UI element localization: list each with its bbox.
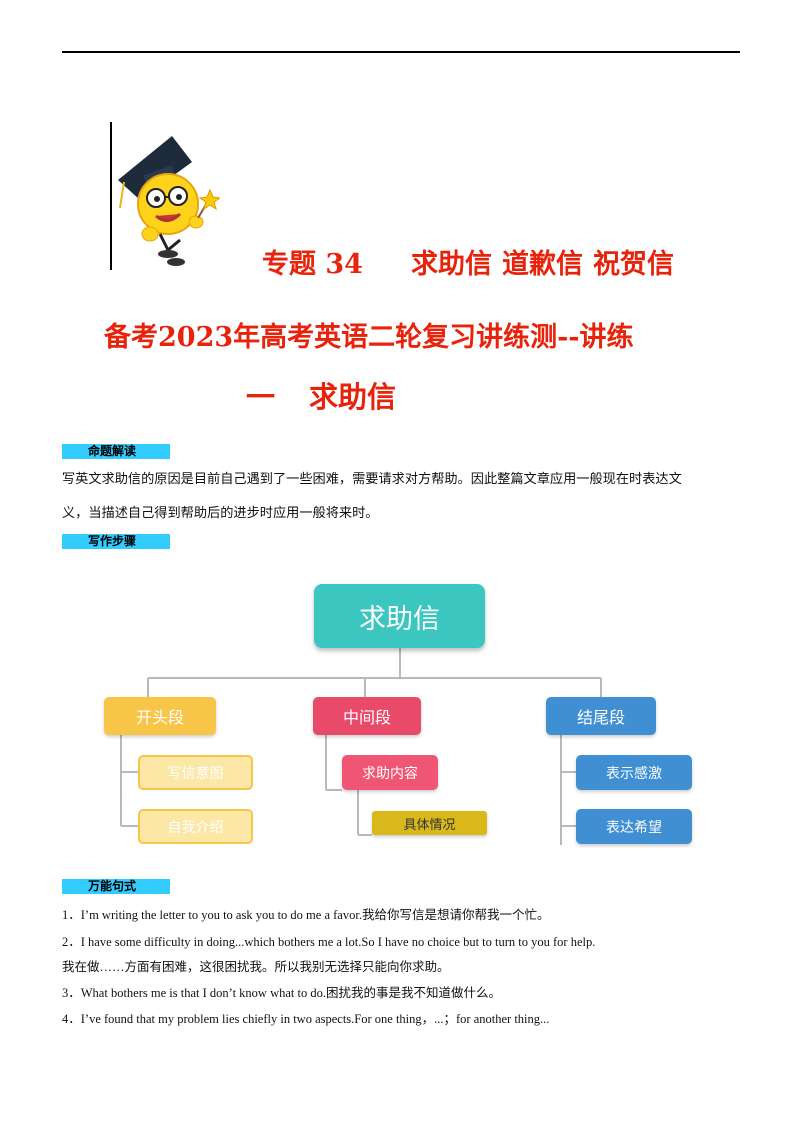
diagram-opening-item-1: 写信意图 <box>138 755 253 790</box>
diagram-root-node: 求助信 <box>314 584 485 648</box>
phrases-tag: 万能句式 <box>62 879 170 894</box>
phrase-line-3: 3．What bothers me is that I don’t know w… <box>62 986 501 1000</box>
phrase-line-2: 2．I have some difficulty in doing...whic… <box>62 935 596 949</box>
diagram-middle-item: 求助内容 <box>342 755 438 790</box>
header-rule <box>62 51 740 53</box>
section-title: 求助信 <box>309 380 397 414</box>
diagram-opening-item-2: 自我介绍 <box>138 809 253 844</box>
title-topic: 专题 34 <box>262 249 363 280</box>
analysis-text-line-2: 义，当描述自己得到帮助后的进步时应用一般将来时。 <box>62 506 379 521</box>
analysis-tag: 命题解读 <box>62 444 170 459</box>
title-part-b: 道歉信 <box>501 249 583 280</box>
diagram-ending-item-1: 表示感激 <box>576 755 692 790</box>
document-subtitle: 备考2023年高考英语二轮复习讲练测--讲练 <box>104 322 634 353</box>
mascot-divider <box>110 122 112 270</box>
document-title: 专题 34 求助信道歉信祝贺信 <box>262 242 674 281</box>
phrase-line-4: 4．I’ve found that my problem lies chiefl… <box>62 1012 550 1026</box>
steps-tag: 写作步骤 <box>62 534 170 549</box>
diagram-opening-node: 开头段 <box>104 697 216 735</box>
diagram-ending-node: 结尾段 <box>546 697 656 735</box>
diagram-middle-node: 中间段 <box>313 697 421 735</box>
phrase-line-2-translation: 我在做……方面有困难，这很困扰我。所以我别无选择只能向你求助。 <box>62 960 450 974</box>
mascot-graduate-icon <box>118 136 220 266</box>
analysis-text-line-1: 写英文求助信的原因是目前自己遇到了一些困难，需要请求对方帮助。因此整篇文章应用一… <box>62 472 682 487</box>
diagram-middle-subitem: 具体情况 <box>372 811 487 835</box>
title-part-a: 求助信 <box>410 249 492 280</box>
section-number: 一 <box>246 380 276 414</box>
phrase-line-1: 1．I’m writing the letter to you to ask y… <box>62 908 550 922</box>
diagram-ending-item-2: 表达希望 <box>576 809 692 844</box>
title-part-c: 祝贺信 <box>592 249 674 280</box>
section-heading: 一求助信 <box>246 374 396 416</box>
